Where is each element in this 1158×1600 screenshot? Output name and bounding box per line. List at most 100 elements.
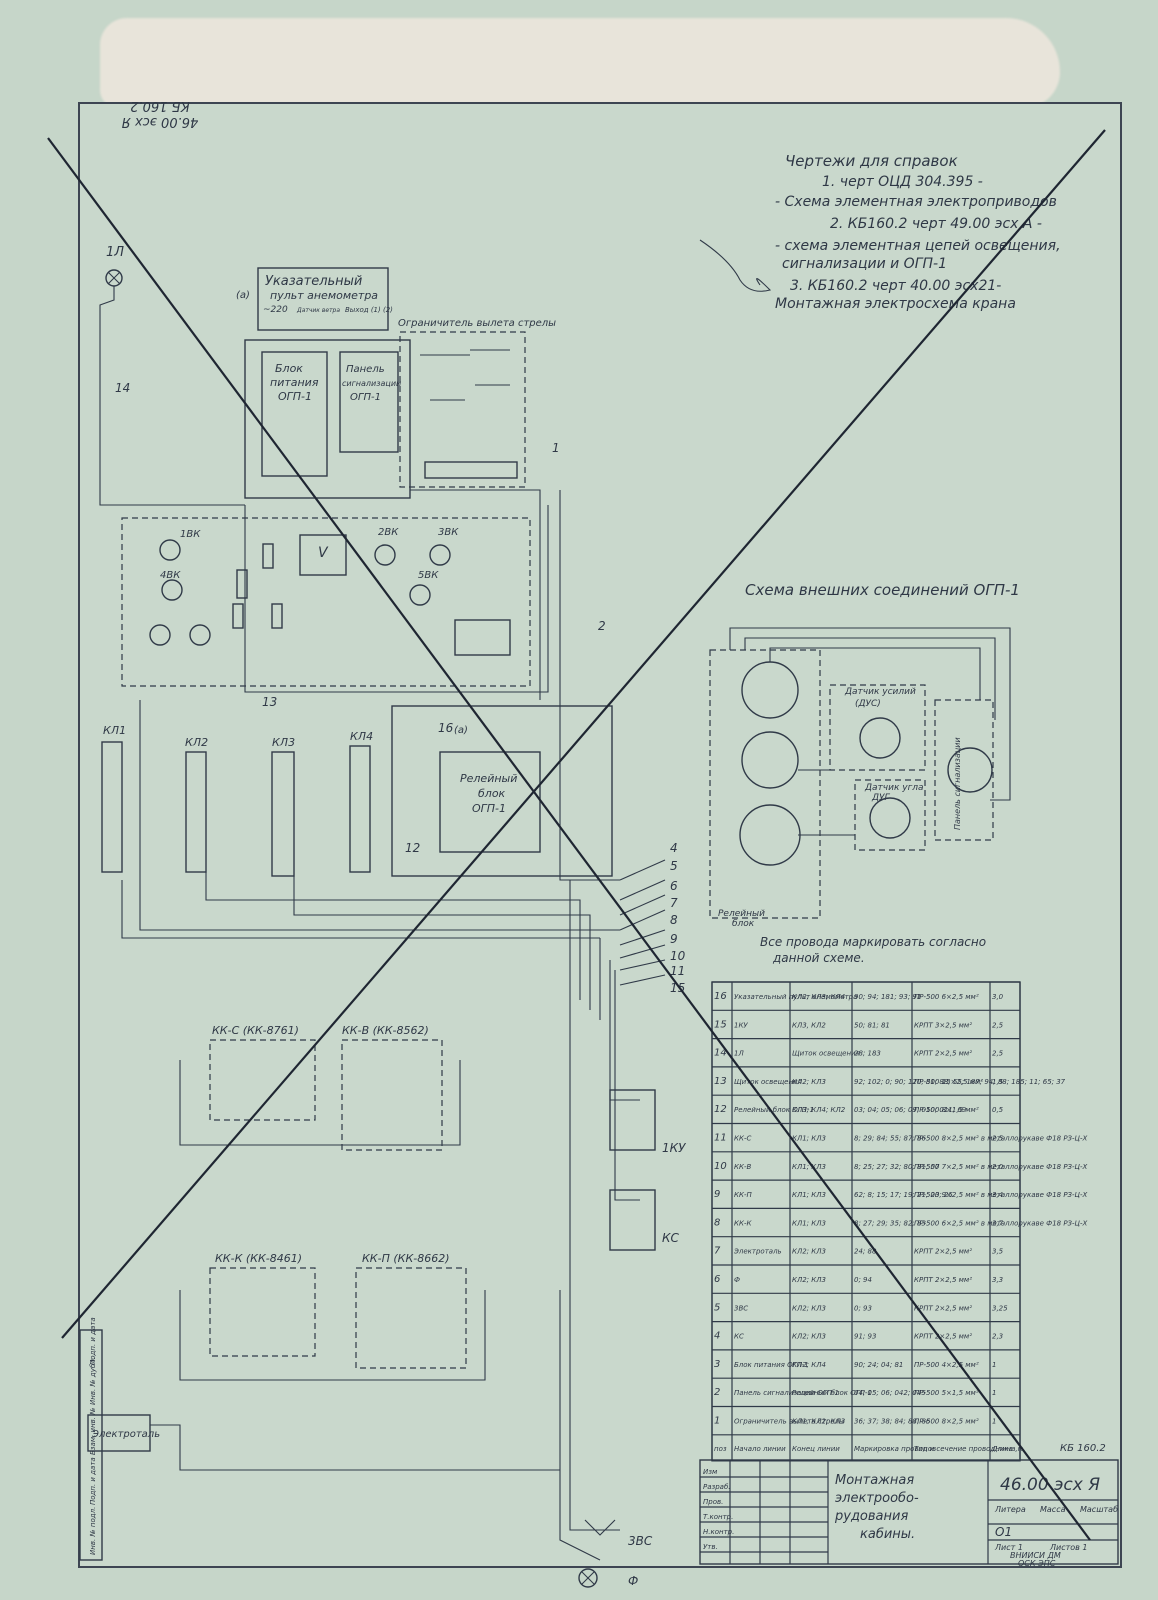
signal-panel-title-1: Панель <box>346 364 385 375</box>
side-stamp-4: Инв. № дубл. <box>89 1357 97 1405</box>
top-stamp-sub: КБ 160.2 <box>130 98 190 113</box>
power-block: Блок питания ОГП-1 Панель сигнализации О… <box>244 339 411 499</box>
table-cell: КЛ2; КЛ3 <box>792 1333 826 1341</box>
table-cell: 03; 04; 05; 06; 09; 010; 011; 69 <box>854 1106 967 1114</box>
mass-header: Масса <box>1040 1505 1066 1514</box>
table-cell: КЛ1; КЛ3 <box>792 1219 826 1227</box>
table-cell: 4 <box>714 1331 720 1342</box>
cancel-cross-line-1 <box>47 137 1091 1541</box>
table-cell: КЛ3, КЛ2 <box>792 1021 826 1029</box>
table-header: Маркировка проводов <box>854 1445 936 1453</box>
table-cell: 6 <box>714 1274 720 1285</box>
references-note: Чертежи для справок 1. черт ОЦД 304.395 … <box>699 152 1061 312</box>
table-cell: КРПТ 3×2,5 мм² <box>914 1021 972 1029</box>
reference-line-3: 2. КБ160.2 черт 49.00 эсх А - <box>830 216 1042 232</box>
kk-s-label: КК-С (КК-8761) <box>212 1024 299 1037</box>
signature-row: Разраб. <box>703 1483 731 1491</box>
table-cell: 1 <box>992 1361 996 1369</box>
table-cell: 92; 102; 0; 90; 120; 81; 88; 55; 187; 94… <box>854 1078 1066 1086</box>
paper-tear <box>100 18 1060 108</box>
side-stamp-3: Взам. инв. № <box>89 1407 97 1455</box>
relay-small-title-1: Релейный <box>718 909 765 919</box>
org-line-2: ОСК ЭПС <box>1018 1559 1056 1568</box>
title-line-2: электрообо- <box>835 1491 919 1506</box>
drawing-sheet <box>78 102 1122 1568</box>
table-cell: 7 <box>714 1246 721 1257</box>
table-cell: ПР-500 8×1,5 мм² <box>914 1106 979 1114</box>
table-cell: 3,0 <box>992 993 1004 1001</box>
table-cell: 3ВС <box>734 1304 748 1312</box>
relay-block-title-2: блок <box>478 787 506 800</box>
table-cell: 90; 24; 04; 81 <box>854 1361 903 1369</box>
f-label: Ф <box>628 1574 638 1588</box>
kl1-label: КЛ1 <box>103 724 126 737</box>
signature-row: Утв. <box>703 1543 718 1551</box>
reference-line-2: - Схема элементная электроприводов <box>775 194 1057 210</box>
table-cell: 90; 94; 181; 93; 91 <box>854 993 921 1001</box>
bottom-devices: 3ВС Ф <box>578 1519 653 1588</box>
table-cell: 2,3 <box>992 1333 1003 1341</box>
zvs-label: 3ВС <box>628 1534 653 1548</box>
table-cell: 50; 81; 81 <box>854 1021 890 1029</box>
table-cell: КЛ2; КЛ3 <box>792 1078 826 1086</box>
table-cell: Блок питания ОГП-1 <box>734 1361 809 1369</box>
top-stamp: 46.00 эсх Я КБ 160.2 <box>122 98 199 129</box>
reference-line-5: сигнализации и ОГП-1 <box>782 256 947 272</box>
table-cell: 36; 37; 38; 84; 88; 86 <box>854 1418 931 1426</box>
electric-hoist-title: Электроталь <box>91 1429 160 1440</box>
signature-row: Пров. <box>703 1498 723 1506</box>
limiter-block: Ограничитель вылета стрелы <box>398 318 556 488</box>
cable-label-6: 6 <box>670 879 678 893</box>
table-cell: ПР-500 8×2,5 мм² в металлорукаве Ф18 РЗ-… <box>914 1135 1088 1143</box>
reference-line-6: 3. КБ160.2 черт 40.00 эсх21- <box>790 278 1001 294</box>
cable-label-2: 2 <box>598 619 606 633</box>
signal-panel-title-3: ОГП-1 <box>350 392 381 403</box>
table-cell: 9 <box>714 1189 720 1200</box>
table-cell: КЛ2; КЛ3; КЛ4 <box>792 993 845 1001</box>
table-cell: Ф <box>734 1276 740 1284</box>
table-header: Начало линии <box>734 1445 786 1453</box>
boom-sensor-title-2: ДУГ <box>871 793 891 803</box>
table-cell: КК-К <box>734 1219 752 1227</box>
reference-line-7: Монтажная электросхема крана <box>775 296 1016 312</box>
signature-row: Т.контр. <box>703 1513 733 1521</box>
table-cell: 10 <box>714 1161 727 1172</box>
table-cell: 3,25 <box>992 1304 1008 1312</box>
table-cell: 1,5 <box>992 1078 1004 1086</box>
lamp-1l-label: 1Л <box>106 245 124 260</box>
kk-switches: КК-С (КК-8761) КК-В (КК-8562) КК-К (КК-8… <box>179 1024 486 1381</box>
table-cell: 8 <box>714 1217 720 1228</box>
table-cell: 16 <box>714 991 727 1002</box>
angle-sensor-title-2: (ДУС) <box>855 699 881 709</box>
table-cell: КЛ1; КЛ3 <box>792 1163 826 1171</box>
cable-label-11: 11 <box>670 964 685 978</box>
vk-label-2: 2ВК <box>378 527 399 538</box>
power-block-title-1: Блок <box>275 362 303 375</box>
table-cell: ПР-500 8×2,5 мм² <box>914 1418 979 1426</box>
table-cell: 2,5 <box>992 1050 1004 1058</box>
lit-value: О1 <box>995 1525 1012 1539</box>
wire-bundle <box>121 489 666 1561</box>
table-cell: 04; 05; 06; 042; 045 <box>854 1389 926 1397</box>
references-heading: Чертежи для справок <box>785 152 958 170</box>
table-cell: 12 <box>714 1104 727 1115</box>
top-stamp-number: 46.00 эсх Я <box>122 114 199 129</box>
power-block-title-3: ОГП-1 <box>278 390 312 403</box>
kl2-label: КЛ2 <box>185 736 208 749</box>
table-cell: ПР-500 7×2,5 мм² в металлорукаве Ф18 РЗ-… <box>914 1163 1088 1171</box>
side-stamp-2: Подп. и дата <box>89 1457 97 1505</box>
cable-label-4: 4 <box>670 841 678 855</box>
kl4-label: КЛ4 <box>350 730 373 743</box>
table-cell: ПР-500 9×2,5 мм² в металлорукаве Ф18 РЗ-… <box>914 1191 1088 1199</box>
cable-label-16: 16 <box>438 721 454 735</box>
table-cell: КЛ2; КЛ3 <box>792 1248 826 1256</box>
terminal-blocks: КЛ1 КЛ2 КЛ3 КЛ4 (а) Релейный блок ОГП-1 <box>101 705 613 877</box>
vk-label-3: 3ВК <box>438 527 459 538</box>
table-cell: 3,3 <box>992 1276 1003 1284</box>
table-cell: 13 <box>714 1076 727 1087</box>
cable-label-12: 12 <box>405 841 420 855</box>
table-cell: 1Л <box>734 1050 744 1058</box>
cable-label-9: 9 <box>670 932 678 946</box>
external-scheme: Схема внешних соединений ОГП-1 Датчик ус… <box>709 581 1020 965</box>
